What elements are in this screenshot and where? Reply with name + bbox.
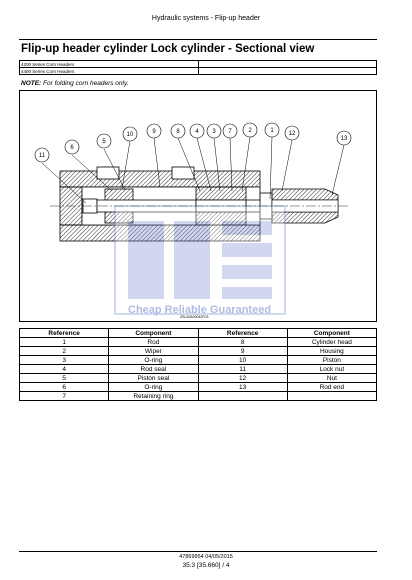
callout-8: 8	[170, 123, 186, 139]
watermark-logo	[114, 205, 286, 315]
table-cell: O-ring	[108, 355, 199, 365]
callout-4: 4	[189, 123, 205, 139]
table-row: 4400 Series Corn Headers	[19, 67, 377, 75]
table-cell: 5	[18, 373, 110, 383]
table-cell: 13	[197, 382, 288, 392]
table-cell: 8	[197, 337, 288, 347]
svg-text:10: 10	[127, 132, 134, 138]
callout-2: 2	[242, 122, 258, 138]
note-label: NOTE:	[21, 80, 42, 87]
table-cell	[197, 391, 288, 401]
table-cell: 10	[197, 355, 288, 365]
svg-text:4: 4	[195, 129, 199, 135]
table-cell: 7	[18, 391, 110, 401]
series-blank	[197, 60, 377, 68]
svg-text:11: 11	[39, 153, 46, 159]
cylinder-drawing: 11 6 5 10 9 8 4 3 7 2 1 12 13	[34, 122, 352, 242]
svg-text:8: 8	[176, 129, 180, 135]
sectional-diagram: 11 6 5 10 9 8 4 3 7 2 1 12 13 ZSL20A0004…	[19, 90, 377, 322]
svg-text:3: 3	[212, 129, 216, 135]
table-cell: Piston seal	[108, 373, 199, 383]
table-cell: Housing	[286, 346, 378, 356]
table-cell: Lock nut	[286, 364, 378, 374]
table-cell: 12	[197, 373, 288, 383]
page-header: Hydraulic systems - Flip-up header	[151, 15, 261, 22]
port-boss	[171, 166, 195, 180]
callout-11: 11	[34, 147, 50, 163]
svg-text:6: 6	[70, 145, 74, 151]
table-header-row: Reference Component Reference Component	[18, 328, 378, 338]
col-header: Component	[286, 328, 378, 338]
leader-lines	[41, 136, 345, 204]
table-cell: 3	[18, 355, 110, 365]
series-table: 4200 Series Corn Headers 4400 Series Cor…	[19, 60, 377, 75]
table-cell: Rod end	[286, 382, 378, 392]
table-cell	[286, 391, 378, 401]
diagram-code: ZSL20A00042F03	[180, 315, 209, 319]
note-text: For folding corn headers only.	[43, 80, 129, 87]
footer-doc: 47869954 04/05/2015	[179, 554, 233, 560]
callout-13: 13	[336, 130, 352, 146]
table-cell: 9	[197, 346, 288, 356]
col-header: Reference	[18, 328, 110, 338]
watermark-text: Cheap Reliable Guaranteed	[128, 304, 272, 316]
table-cell: Rod seal	[108, 364, 199, 374]
svg-text:9: 9	[152, 129, 156, 135]
table-row: 4200 Series Corn Headers	[19, 60, 377, 68]
callout-9: 9	[146, 123, 162, 139]
callout-7: 7	[222, 123, 238, 139]
svg-text:7: 7	[228, 129, 232, 135]
table-cell: Wiper	[108, 346, 199, 356]
table-cell: 6	[18, 382, 110, 392]
svg-text:13: 13	[341, 136, 348, 142]
callout-1: 1	[264, 122, 280, 138]
table-cell: Cylinder head	[286, 337, 378, 347]
col-header: Reference	[197, 328, 288, 338]
footer-rule	[19, 551, 377, 552]
reference-table: Reference Component Reference Component …	[18, 328, 378, 401]
series-blank	[197, 67, 377, 75]
table-cell: 2	[18, 346, 110, 356]
series-cell: 4400 Series Corn Headers	[19, 67, 199, 75]
table-cell: Rod	[108, 337, 199, 347]
table-cell: 4	[18, 364, 110, 374]
footer-page: 35.3 [35.660] / 4	[182, 562, 230, 569]
table-cell: Retaining ring	[108, 391, 199, 401]
page-title: Flip-up header cylinder Lock cylinder - …	[21, 43, 315, 55]
svg-text:2: 2	[248, 128, 252, 134]
title-bar: Flip-up header cylinder Lock cylinder - …	[19, 39, 377, 61]
callout-6: 6	[64, 139, 80, 155]
table-cell: O-ring	[108, 382, 199, 392]
series-cell: 4200 Series Corn Headers	[19, 60, 199, 68]
callout-3: 3	[206, 123, 222, 139]
callout-5: 5	[96, 133, 112, 149]
table-cell: Nut	[286, 373, 378, 383]
table-cell: Piston	[286, 355, 378, 365]
svg-text:12: 12	[289, 131, 296, 137]
callout-12: 12	[284, 125, 300, 141]
table-cell: 11	[197, 364, 288, 374]
svg-text:5: 5	[102, 139, 106, 145]
note: NOTE: For folding corn headers only.	[21, 80, 129, 87]
table-cell: 1	[18, 337, 110, 347]
port-boss	[96, 166, 120, 180]
col-header: Component	[108, 328, 199, 338]
svg-text:1: 1	[270, 128, 274, 134]
callout-10: 10	[122, 126, 138, 142]
